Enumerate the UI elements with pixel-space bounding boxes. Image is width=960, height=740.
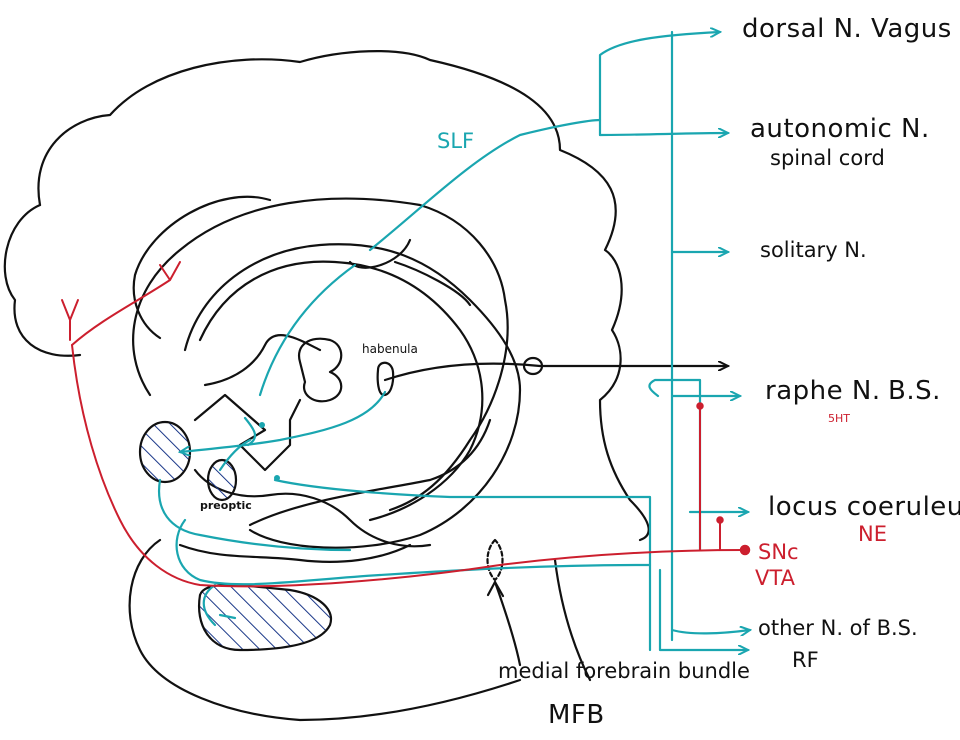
red-cingulate-y xyxy=(71,261,181,346)
mfb-pointer xyxy=(493,580,522,667)
red-descend xyxy=(71,344,746,588)
cerebral-outline xyxy=(37,50,650,542)
habenula-efferent xyxy=(383,364,728,382)
septum-descend xyxy=(157,478,352,552)
locus-dot xyxy=(716,516,724,524)
label-habenula: habenula xyxy=(362,342,418,356)
brainstem-left xyxy=(553,558,592,682)
midbrain-curve xyxy=(248,418,492,527)
label-5ht: 5HT xyxy=(828,412,850,425)
habenula-input xyxy=(180,390,387,452)
label-autonomic: autonomic N. xyxy=(750,114,930,144)
label-solitary: solitary N. xyxy=(760,238,867,262)
label-other-bs: other N. of B.S. xyxy=(758,616,918,640)
mfb-marker xyxy=(486,538,504,582)
cingulate-inner xyxy=(132,195,272,340)
preoptic-link xyxy=(218,438,252,472)
lower-temporal xyxy=(128,538,522,722)
mfb-teal-lower xyxy=(202,583,217,627)
mfb-node xyxy=(274,475,280,481)
third-ventricle xyxy=(193,393,302,472)
frontal-outline xyxy=(3,203,82,357)
fornix xyxy=(348,238,472,307)
bracket-to-autonomic xyxy=(598,133,728,135)
hypothalamus-to-brainstem xyxy=(273,478,652,652)
label-spinal-cord: spinal cord xyxy=(770,146,885,170)
lower-return xyxy=(658,568,748,650)
label-locus-coeruleus: locus coeruleus xyxy=(768,492,960,522)
to-other-bs xyxy=(670,630,750,633)
label-mfb-full: medial forebrain bundle xyxy=(498,659,750,683)
raphe-dot xyxy=(696,402,704,410)
thalamus-lobe xyxy=(297,337,343,403)
upper-bracket xyxy=(598,32,720,137)
cingulate-outer xyxy=(132,197,509,512)
septum-loop xyxy=(243,416,257,447)
label-slf: SLF xyxy=(437,129,475,153)
label-preoptic: preoptic xyxy=(200,499,252,512)
amygdala-stub xyxy=(218,613,237,620)
label-rf: RF xyxy=(792,648,819,672)
amygdala-nucleus xyxy=(197,583,333,652)
habenula-shape xyxy=(376,361,395,397)
slf-path xyxy=(258,118,602,397)
thalamus-top xyxy=(203,334,322,387)
septum-node xyxy=(259,422,265,428)
raphe-loop xyxy=(648,378,702,552)
temporal-inner xyxy=(178,543,412,563)
label-bs: B.S. xyxy=(888,376,941,406)
label-raphe: raphe N. xyxy=(765,376,881,406)
label-dorsal-vagus: dorsal N. Vagus xyxy=(742,14,952,44)
mfb-teal-upper xyxy=(175,518,652,586)
snc-dot xyxy=(739,544,751,556)
corpus-callosum-inner xyxy=(198,260,484,522)
red-frontal-y xyxy=(61,299,79,341)
label-vta: VTA xyxy=(755,566,795,590)
corpus-callosum-outer xyxy=(183,243,522,549)
label-snc: SNc xyxy=(758,540,799,564)
preoptic-nucleus xyxy=(206,458,238,502)
label-mfb: MFB xyxy=(548,700,605,730)
label-ne: NE xyxy=(858,522,887,546)
mfb-pointer-head xyxy=(486,580,505,598)
